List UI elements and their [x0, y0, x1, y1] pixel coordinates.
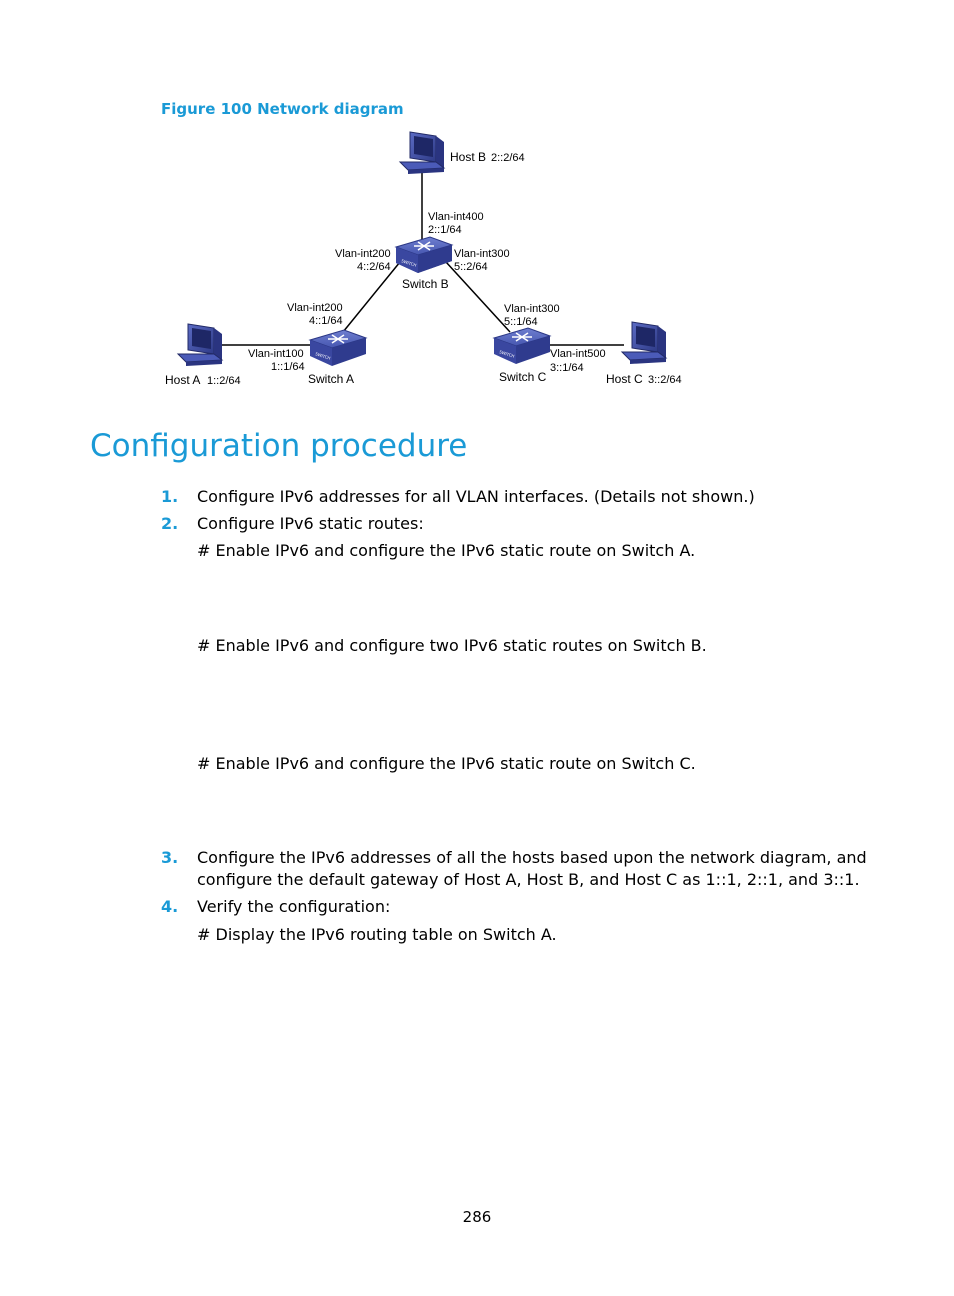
step-4: 4. Verify the configuration:: [161, 896, 881, 918]
iface-b-400-addr: 2::1/64: [428, 224, 462, 236]
iface-c-500-addr: 3::1/64: [550, 362, 584, 374]
link-switchb-switchc: [445, 261, 511, 333]
network-diagram: SWITCH SWITCH SWITCH Host B 2::2/64 Host…: [165, 131, 682, 387]
step-text: Configure IPv6 static routes:: [197, 514, 424, 533]
iface-b-200: Vlan-int200: [335, 248, 391, 260]
host-a-address: 1::2/64: [207, 375, 241, 387]
note-display: # Display the IPv6 routing table on Swit…: [197, 925, 557, 944]
host-b-address: 2::2/64: [491, 152, 525, 164]
switch-c-icon: SWITCH: [492, 327, 552, 364]
section-title: Configuration procedure: [90, 428, 468, 464]
iface-a-200: Vlan-int200: [287, 302, 343, 314]
host-c-computer-icon: [620, 321, 668, 364]
step-text: Configure IPv6 addresses for all VLAN in…: [197, 487, 755, 506]
switch-b-badge: SWITCH: [401, 258, 417, 268]
host-c-address: 3::2/64: [648, 374, 682, 386]
step-3: 3. Configure the IPv6 addresses of all t…: [161, 847, 881, 891]
switch-b-icon: SWITCH: [394, 236, 454, 273]
host-a-computer-icon: [176, 323, 224, 366]
iface-b-200-addr: 4::2/64: [357, 261, 391, 273]
host-b-label: Host B: [450, 150, 486, 164]
host-b-computer-icon: [398, 131, 446, 174]
iface-a-200-addr: 4::1/64: [309, 315, 343, 327]
link-switchb-switcha: [342, 261, 401, 333]
step-2: 2. Configure IPv6 static routes:: [161, 513, 881, 535]
iface-b-300-addr: 5::2/64: [454, 261, 488, 273]
step-1: 1. Configure IPv6 addresses for all VLAN…: [161, 486, 881, 508]
switch-a-icon: SWITCH: [308, 329, 368, 366]
step-number: 2.: [161, 514, 179, 533]
note-switch-c: # Enable IPv6 and configure the IPv6 sta…: [197, 754, 696, 773]
switch-a-badge: SWITCH: [315, 351, 331, 361]
step-number: 1.: [161, 487, 179, 506]
host-c-label: Host C: [606, 372, 643, 386]
iface-b-300: Vlan-int300: [454, 248, 510, 260]
iface-b-400: Vlan-int400: [428, 211, 484, 223]
switch-a-label: Switch A: [308, 372, 354, 386]
figure-caption: Figure 100 Network diagram: [161, 100, 404, 118]
switch-c-badge: SWITCH: [499, 349, 515, 359]
switch-c-label: Switch C: [499, 370, 547, 384]
switch-b-label: Switch B: [402, 277, 449, 291]
page-number: 286: [462, 1208, 492, 1226]
note-switch-a: # Enable IPv6 and configure the IPv6 sta…: [197, 541, 696, 560]
step-text: Configure the IPv6 addresses of all the …: [197, 848, 867, 889]
iface-c-500: Vlan-int500: [550, 348, 606, 360]
step-text: Verify the configuration:: [197, 897, 391, 916]
host-a-label: Host A: [165, 373, 200, 387]
step-number: 3.: [161, 848, 179, 867]
iface-c-300: Vlan-int300: [504, 303, 560, 315]
iface-c-300-addr: 5::1/64: [504, 316, 538, 328]
iface-a-100: Vlan-int100: [248, 348, 304, 360]
note-switch-b: # Enable IPv6 and configure two IPv6 sta…: [197, 636, 707, 655]
iface-a-100-addr: 1::1/64: [271, 361, 305, 373]
step-number: 4.: [161, 897, 179, 916]
